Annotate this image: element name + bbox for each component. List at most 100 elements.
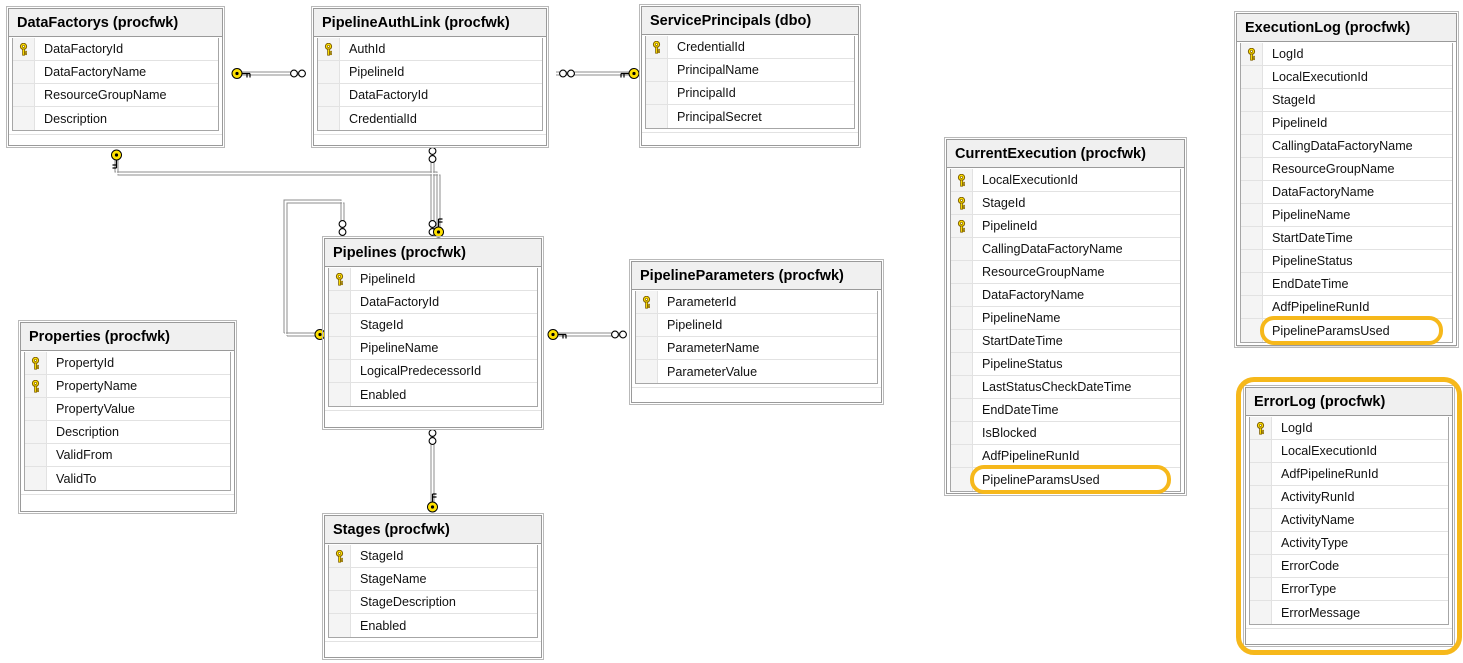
field-row-primary-key[interactable]: PipelineId — [329, 268, 537, 291]
field-row[interactable]: PipelineName — [951, 307, 1180, 330]
field-gutter — [329, 314, 351, 336]
field-row[interactable]: PipelineId — [1241, 112, 1452, 135]
field-row[interactable]: EndDateTime — [1241, 273, 1452, 296]
field-row-primary-key[interactable]: CredentialId — [646, 36, 854, 59]
field-row[interactable]: PropertyValue — [25, 398, 230, 421]
field-row[interactable]: LogicalPredecessorId — [329, 360, 537, 383]
field-row-primary-key[interactable]: PipelineId — [951, 215, 1180, 238]
field-row[interactable]: ActivityRunId — [1250, 486, 1448, 509]
field-row[interactable]: DataFactoryId — [318, 84, 542, 107]
field-gutter — [951, 399, 973, 421]
field-row-primary-key[interactable]: PropertyName — [25, 375, 230, 398]
field-row[interactable]: Enabled — [329, 614, 537, 637]
field-row[interactable]: ResourceGroupName — [13, 84, 218, 107]
field-name: DataFactoryId — [349, 88, 429, 102]
field-name: Description — [56, 425, 119, 439]
field-row[interactable]: ResourceGroupName — [1241, 158, 1452, 181]
field-row[interactable]: ErrorCode — [1250, 555, 1448, 578]
field-row[interactable]: ActivityType — [1250, 532, 1448, 555]
field-row[interactable]: ParameterValue — [636, 360, 877, 383]
field-row[interactable]: PrincipalId — [646, 82, 854, 105]
field-gutter — [1241, 273, 1263, 295]
field-row[interactable]: LocalExecutionId — [1250, 440, 1448, 463]
field-row[interactable]: PrincipalName — [646, 59, 854, 82]
field-row[interactable]: Enabled — [329, 383, 537, 406]
field-row[interactable]: PipelineId — [636, 314, 877, 337]
field-row-primary-key[interactable]: ParameterId — [636, 291, 877, 314]
field-name: PipelineId — [349, 65, 405, 79]
field-row[interactable]: EndDateTime — [951, 399, 1180, 422]
field-row[interactable]: IsBlocked — [951, 422, 1180, 445]
field-name: Enabled — [360, 387, 407, 402]
field-row[interactable]: PipelineName — [329, 337, 537, 360]
field-gutter — [25, 467, 47, 490]
field-row[interactable]: StageId — [1241, 89, 1452, 112]
field-row[interactable]: AdfPipelineRunId — [1250, 463, 1448, 486]
field-row[interactable]: DataFactoryName — [13, 61, 218, 84]
field-row[interactable]: DataFactoryName — [1241, 181, 1452, 204]
field-name: PipelineId — [982, 219, 1038, 233]
field-row[interactable]: PipelineParamsUsed — [951, 468, 1180, 491]
field-row[interactable]: AdfPipelineRunId — [951, 445, 1180, 468]
field-row[interactable]: CallingDataFactoryName — [1241, 135, 1452, 158]
field-gutter — [329, 568, 351, 590]
field-row[interactable]: StageId — [329, 314, 537, 337]
field-row[interactable]: PipelineName — [1241, 204, 1452, 227]
field-row[interactable]: PipelineStatus — [951, 353, 1180, 376]
field-row[interactable]: LocalExecutionId — [1241, 66, 1452, 89]
field-row[interactable]: PipelineStatus — [1241, 250, 1452, 273]
field-row[interactable]: PipelineParamsUsed — [1241, 319, 1452, 342]
field-row[interactable]: CredentialId — [318, 107, 542, 130]
table-header-executionlog: ExecutionLog (procfwk) — [1237, 14, 1456, 42]
field-row[interactable]: LastStatusCheckDateTime — [951, 376, 1180, 399]
field-name: DataFactoryId — [44, 42, 124, 56]
field-name: PipelineParamsUsed — [1272, 323, 1390, 338]
field-row-primary-key[interactable]: LogId — [1250, 417, 1448, 440]
table-currentexecution[interactable]: CurrentExecution (procfwk)LocalExecution… — [944, 137, 1187, 496]
field-row[interactable]: StartDateTime — [1241, 227, 1452, 250]
field-row[interactable]: DataFactoryId — [329, 291, 537, 314]
field-row-primary-key[interactable]: LogId — [1241, 43, 1452, 66]
field-row[interactable]: PipelineId — [318, 61, 542, 84]
field-row[interactable]: PrincipalSecret — [646, 105, 854, 128]
field-row-primary-key[interactable]: AuthId — [318, 38, 542, 61]
field-name: StageId — [360, 549, 404, 563]
field-name: CredentialId — [349, 111, 417, 126]
table-header-errorlog: ErrorLog (procfwk) — [1246, 388, 1452, 416]
field-row[interactable]: ValidTo — [25, 467, 230, 490]
field-row[interactable]: ValidFrom — [25, 444, 230, 467]
field-row[interactable]: Description — [13, 107, 218, 130]
field-row[interactable]: StageName — [329, 568, 537, 591]
field-row[interactable]: DataFactoryName — [951, 284, 1180, 307]
field-row[interactable]: Description — [25, 421, 230, 444]
field-row[interactable]: StartDateTime — [951, 330, 1180, 353]
primary-key-gutter — [646, 36, 668, 58]
field-row[interactable]: AdfPipelineRunId — [1241, 296, 1452, 319]
field-row[interactable]: ErrorMessage — [1250, 601, 1448, 624]
field-row[interactable]: ActivityName — [1250, 509, 1448, 532]
field-row-primary-key[interactable]: DataFactoryId — [13, 38, 218, 61]
field-row-primary-key[interactable]: StageId — [951, 192, 1180, 215]
field-row[interactable]: ErrorType — [1250, 578, 1448, 601]
table-header-pipelineauthlink: PipelineAuthLink (procfwk) — [314, 9, 546, 37]
field-row[interactable]: CallingDataFactoryName — [951, 238, 1180, 261]
field-row[interactable]: StageDescription — [329, 591, 537, 614]
field-row[interactable]: ResourceGroupName — [951, 261, 1180, 284]
field-gutter — [13, 84, 35, 106]
field-gutter — [329, 337, 351, 359]
field-row-primary-key[interactable]: LocalExecutionId — [951, 169, 1180, 192]
field-row[interactable]: ParameterName — [636, 337, 877, 360]
field-row-primary-key[interactable]: StageId — [329, 545, 537, 568]
field-row-primary-key[interactable]: PropertyId — [25, 352, 230, 375]
